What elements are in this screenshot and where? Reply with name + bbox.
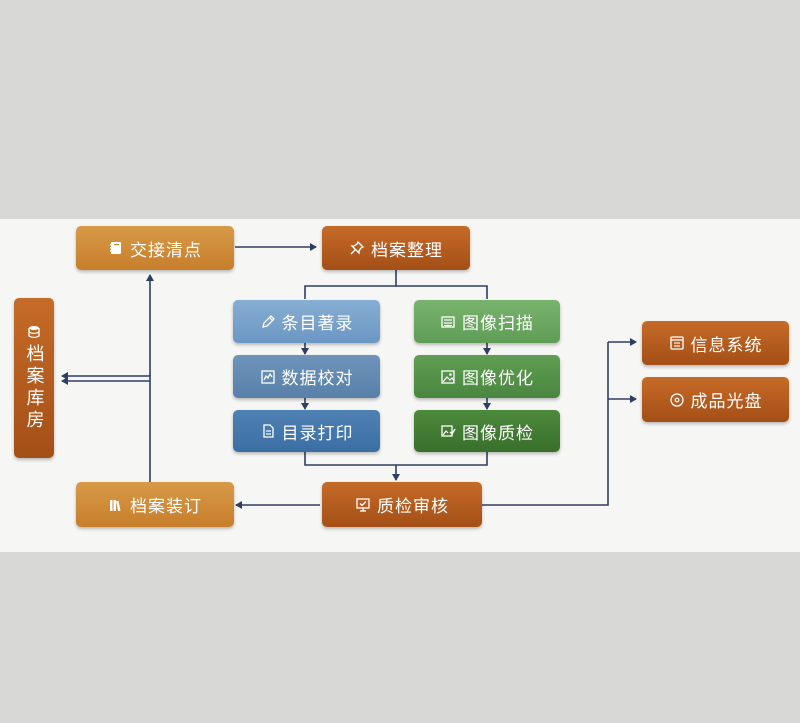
image-check-icon [440,423,456,439]
node-label: 档案装订 [130,497,202,517]
node-label: 数据校对 [281,369,354,389]
node-label: 成品光盘 [690,392,763,412]
chart-icon [260,369,276,385]
line-organize-split [304,270,397,299]
database-icon [26,324,42,340]
node-label: 图像扫描 [462,314,534,334]
node-infosys: 信息系统 [642,321,789,365]
node-print: 目录打印 [233,410,380,452]
line-review-right [482,342,609,506]
line-merge-left [304,452,488,466]
node-catalog: 条目著录 [233,300,380,343]
monitor-check-icon [355,497,371,513]
node-label: 目录打印 [281,423,354,444]
node-label: 档案整理 [371,240,443,261]
node-handover: 交接清点 [76,226,234,270]
notebook-icon [108,240,124,256]
node-imgqc: 图像质检 [414,410,560,452]
line-organize-split-right [396,285,488,299]
disc-icon [669,392,685,408]
node-label: 图像质检 [462,423,534,444]
node-label: 条目著录 [281,314,354,334]
node-disc: 成品光盘 [642,377,789,422]
node-label: 信息系统 [690,335,763,356]
image-icon [440,369,456,385]
document-icon [260,423,276,439]
node-proofread: 数据校对 [233,355,380,398]
node-label: 图像优化 [462,369,534,389]
node-label: 质检审核 [377,497,449,517]
window-icon [669,335,685,351]
pushpin-icon [349,240,365,256]
books-icon [108,497,124,513]
node-label: 档案库房 [23,344,45,432]
node-binding: 档案装订 [76,482,234,527]
node-storage: 档案库房 [14,298,54,458]
node-label: 交接清点 [130,240,202,261]
node-review: 质检审核 [322,482,482,527]
scanner-icon [440,314,456,330]
pencil-icon [260,314,276,330]
node-organize: 档案整理 [322,226,470,270]
node-optimize: 图像优化 [414,355,560,398]
node-scan: 图像扫描 [414,300,560,343]
